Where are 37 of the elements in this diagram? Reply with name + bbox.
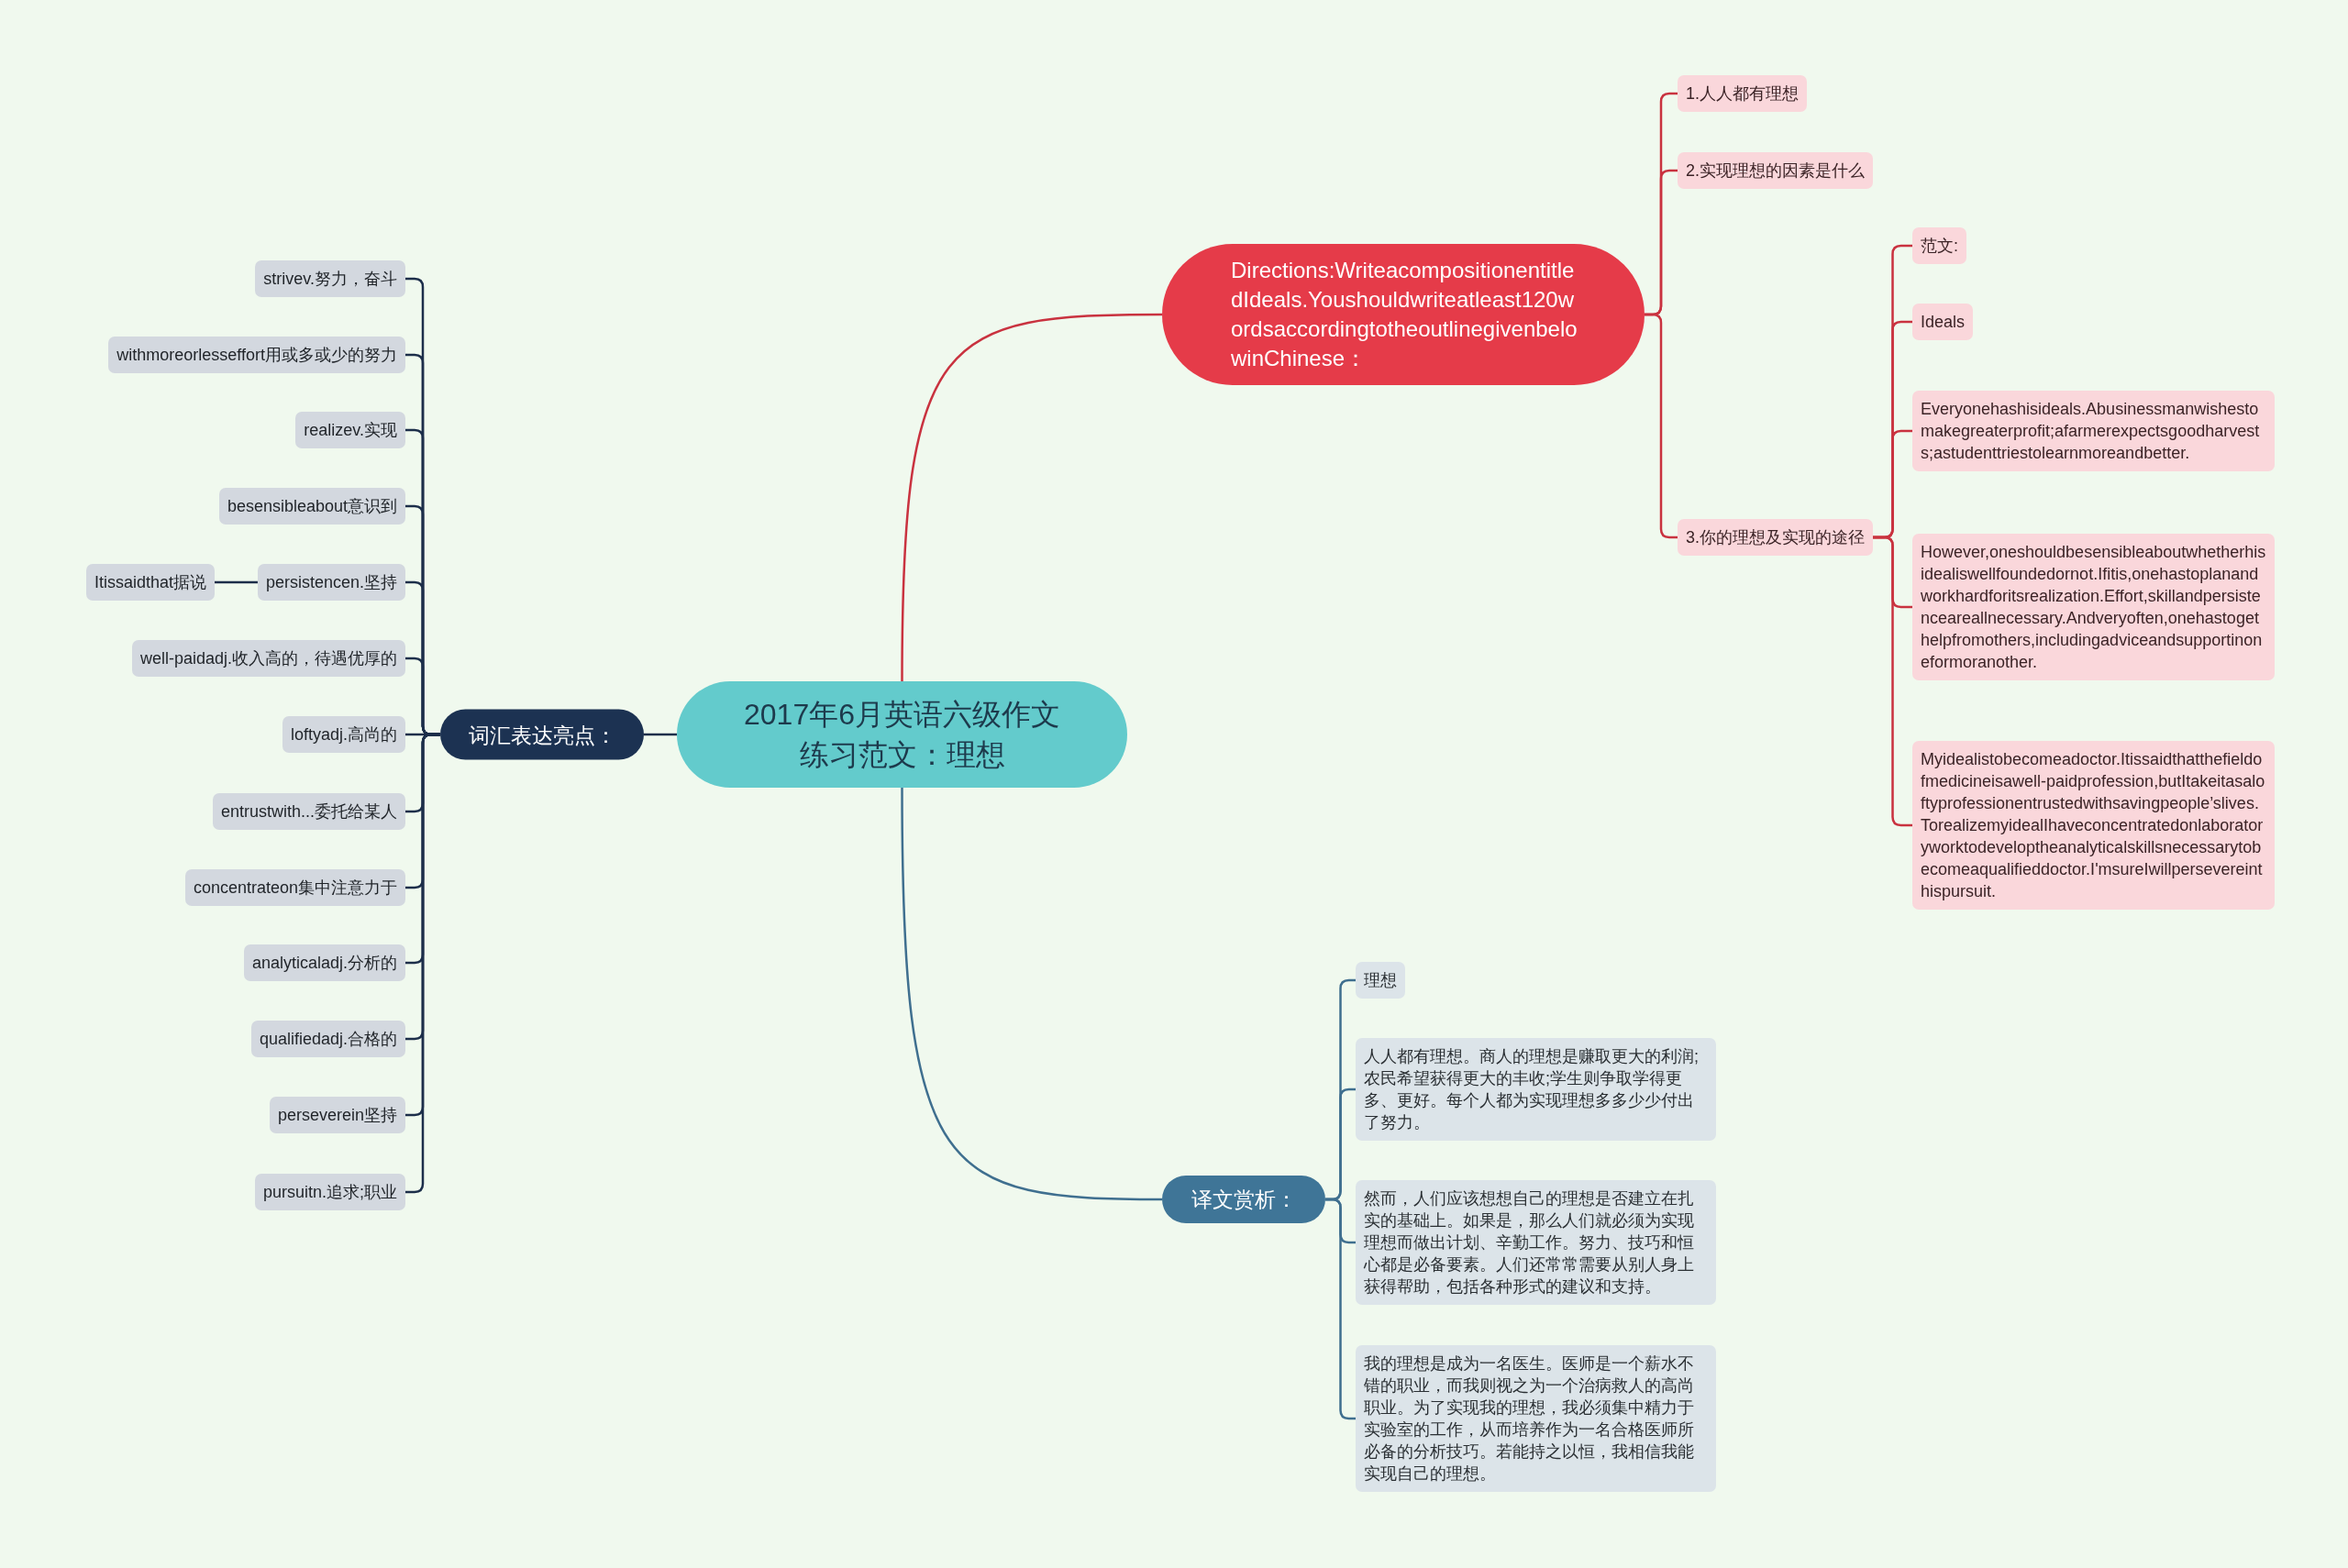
vocabulary-tag: loftyadj.高尚的	[282, 716, 405, 753]
branch-topic-pill: 译文赏析：	[1162, 1176, 1325, 1223]
vocabulary-tag: entrustwith...委托给某人	[212, 793, 405, 830]
subtopic-tag: Ideals	[1912, 304, 1974, 340]
connector-line	[1873, 536, 1912, 827]
subtopic-tag: 2.实现理想的因素是什么	[1678, 152, 1873, 189]
vocabulary-tag: qualifiedadj.合格的	[250, 1021, 405, 1057]
vocabulary-tag: realizev.实现	[295, 412, 405, 448]
branch-topic-pill: 词汇表达亮点：	[440, 709, 644, 760]
connector-line	[901, 788, 1162, 1201]
paragraph-card: Myidealistobecomeadoctor.Itissaidthatthefieldofmedicineisawell-paidprofession,butItakeitasaloftyprofessionentrustedwithsavingpeople’slives.TorealizemyidealIhaveconcentratedonlaboratoryworktodeveloptheanalyticalskillsnecessarytobecomeaqualifieddoctor.I'msureIwillpersevereinthispursuit.	[1912, 741, 2275, 910]
subtopic-tag: 3.你的理想及实现的途径	[1678, 519, 1873, 556]
paragraph-card: Everyonehashisideals.Abusinessmanwishestomakegreaterprofit;afarmerexpectsgoodharvests;astudenttriestolearnmoreandbetter.	[1912, 391, 2275, 471]
paragraph-card: However,oneshouldbesensibleaboutwhetherhisidealiswellfoundedornot.Ifitis,onehastoplanandworkhardforitsrealization.Effort,skillandpersistenceareallnecessary.Andveryoften,onehastogethelpfromothers,includingadviceandsupportinoneformoranother.	[1912, 534, 2275, 680]
connector-line	[644, 733, 677, 736]
vocabulary-tag: besensibleabout意识到	[218, 488, 405, 525]
connector-line	[215, 580, 258, 584]
vocabulary-tag: withmoreorlesseffort用或多或少的努力	[108, 337, 405, 373]
vocabulary-tag: strivev.努力，奋斗	[255, 260, 405, 297]
vocabulary-tag: analyticaladj.分析的	[243, 944, 405, 981]
vocabulary-tag: Itissaidthat据说	[85, 564, 215, 601]
paragraph-card: 然而，人们应该想想自己的理想是否建立在扎实的基础上。如果是，那么人们就必须为实现理想而做出计划、辛勤工作。努力、技巧和恒心都是必备要素。人们还常常需要从别人身上获得帮助，包括各种形式的建议和支持。	[1356, 1180, 1716, 1305]
paragraph-card: 人人都有理想。商人的理想是赚取更大的利润;农民希望获得更大的丰收;学生则争取学得更多、更好。每个人都为实现理想多多少少付出了努力。	[1356, 1038, 1716, 1141]
subtopic-tag: 范文:	[1912, 227, 1966, 264]
paragraph-card: 我的理想是成为一名医生。医师是一个薪水不错的职业，而我则视之为一个治病救人的高尚职业。为了实现我的理想，我必须集中精力于实验室的工作，从而培养作为一名合格医师所必备的分析技巧。若能持之以恒，我相信我能实现自己的理想。	[1356, 1345, 1716, 1492]
subtopic-tag: 1.人人都有理想	[1678, 75, 1807, 112]
vocabulary-tag: concentrateon集中注意力于	[184, 869, 405, 906]
vocabulary-tag: well-paidadj.收入高的，待遇优厚的	[131, 640, 405, 677]
central-topic-pill: 2017年6月英语六级作文练习范文：理想	[677, 681, 1127, 788]
vocabulary-tag: persistencen.坚持	[257, 564, 405, 601]
connector-line	[1325, 1198, 1356, 1420]
vocabulary-tag: pursuitn.追求;职业	[254, 1174, 405, 1210]
subtopic-tag: 理想	[1356, 962, 1405, 999]
connector-line	[1645, 313, 1678, 539]
connector-line	[901, 313, 1162, 681]
vocabulary-tag: perseverein坚持	[269, 1097, 405, 1133]
branch-topic-pill: Directions:WriteacompositionentitledIdeals.Youshouldwriteatleast120wordsaccordingtotheoutlinegivenbelowinChinese：	[1162, 244, 1645, 385]
